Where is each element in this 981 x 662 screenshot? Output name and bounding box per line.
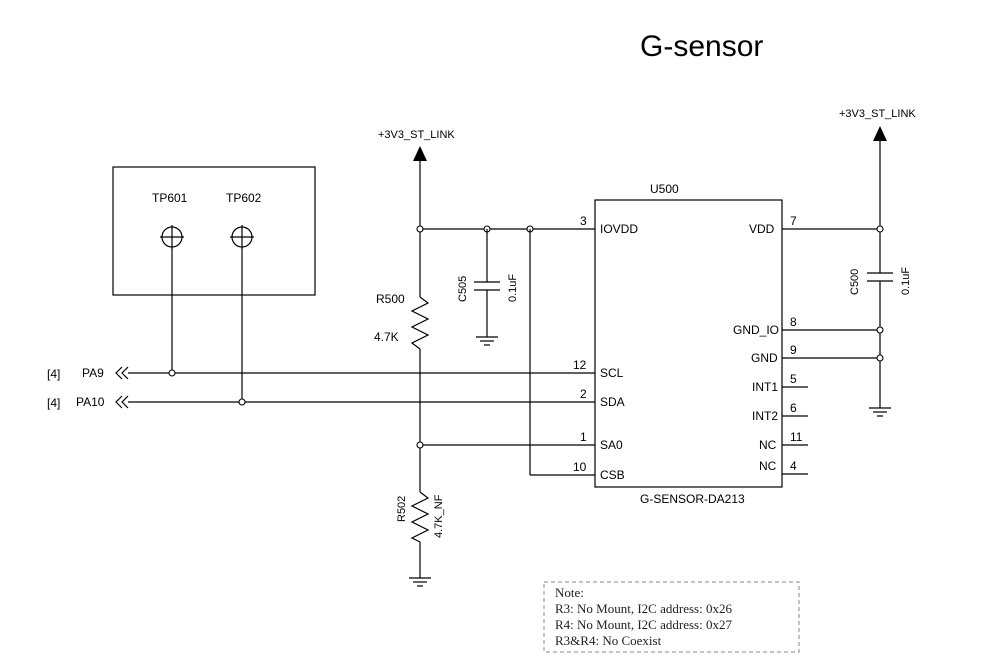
note-line: R3: No Mount, I2C address: 0x26	[555, 601, 732, 616]
pin-name: IOVDD	[600, 222, 638, 236]
pin-name: INT1	[752, 380, 778, 394]
ground-r502-icon	[409, 577, 431, 587]
capacitor-c505-icon	[474, 281, 500, 291]
note-line: R4: No Mount, I2C address: 0x27	[555, 617, 732, 632]
power-label-left: +3V3_ST_LINK	[378, 129, 455, 141]
chip-u500	[594, 199, 783, 488]
test-point-box	[112, 166, 316, 296]
c500-ref: C500	[849, 269, 861, 295]
c505-value: 0.1uF	[507, 274, 519, 302]
resistor-r502-icon	[410, 491, 430, 543]
pin-number: 11	[790, 430, 803, 444]
pin-number: 10	[573, 460, 587, 474]
pin-number: 7	[790, 214, 797, 228]
c505-ref: C505	[457, 276, 469, 302]
pin-name: SCL	[600, 366, 624, 380]
junction	[168, 369, 176, 377]
power-arrow-right-icon	[873, 126, 887, 141]
pin-name: NC	[759, 459, 777, 473]
r500-ref: R500	[376, 292, 405, 306]
power-label-right: +3V3_ST_LINK	[839, 108, 916, 120]
pin-name: SA0	[600, 438, 623, 452]
pin-number: 8	[790, 315, 797, 329]
pin-number: 4	[790, 459, 797, 473]
pin-name: GND_IO	[733, 323, 779, 337]
pin-number: 9	[790, 343, 797, 357]
ground-c505-icon	[476, 336, 498, 346]
ground-right-icon	[869, 407, 891, 417]
pin-number: 3	[580, 214, 587, 228]
note-box	[543, 581, 800, 653]
power-arrow-left-icon	[413, 146, 427, 161]
pin-number: 12	[573, 358, 587, 372]
junction	[876, 354, 884, 362]
offpage-connector-pa9-icon	[115, 366, 129, 380]
r500-value: 4.7K	[374, 330, 399, 344]
page-title: G-sensor	[640, 30, 763, 63]
note-line: R3&R4: No Coexist	[555, 633, 662, 648]
pin-name: INT2	[752, 409, 778, 423]
test-point-label-tp601: TP601	[152, 191, 188, 205]
pin-name: CSB	[600, 468, 625, 482]
signal-ref-pa9: [4]	[47, 367, 60, 381]
pin-name: GND	[751, 351, 778, 365]
capacitor-c500-icon	[867, 272, 893, 282]
c500-value: 0.1uF	[900, 267, 912, 295]
test-point-tp601-icon	[160, 225, 184, 249]
pin-name: VDD	[749, 222, 775, 236]
pin-number: 6	[790, 401, 797, 415]
note-heading: Note:	[555, 585, 584, 600]
junction	[876, 326, 884, 334]
signal-name-pa9: PA9	[82, 366, 104, 380]
signal-name-pa10: PA10	[76, 395, 105, 409]
junction	[238, 398, 246, 406]
pin-name: SDA	[600, 395, 625, 409]
junction	[416, 225, 424, 233]
chip-part: G-SENSOR-DA213	[640, 492, 745, 506]
junction	[876, 225, 884, 233]
signal-ref-pa10: [4]	[47, 396, 60, 410]
test-point-label-tp602: TP602	[226, 191, 262, 205]
r502-value: 4.7K_NF	[433, 494, 445, 538]
r502-ref: R502	[396, 496, 408, 522]
pin-name: NC	[759, 438, 777, 452]
offpage-connector-pa10-icon	[115, 395, 129, 409]
pin-number: 2	[580, 387, 587, 401]
chip-ref: U500	[650, 182, 679, 196]
resistor-r500-icon	[410, 296, 430, 350]
pin-number: 5	[790, 372, 797, 386]
test-point-tp602-icon	[230, 225, 254, 249]
pin-number: 1	[580, 430, 587, 444]
junction	[416, 441, 424, 449]
